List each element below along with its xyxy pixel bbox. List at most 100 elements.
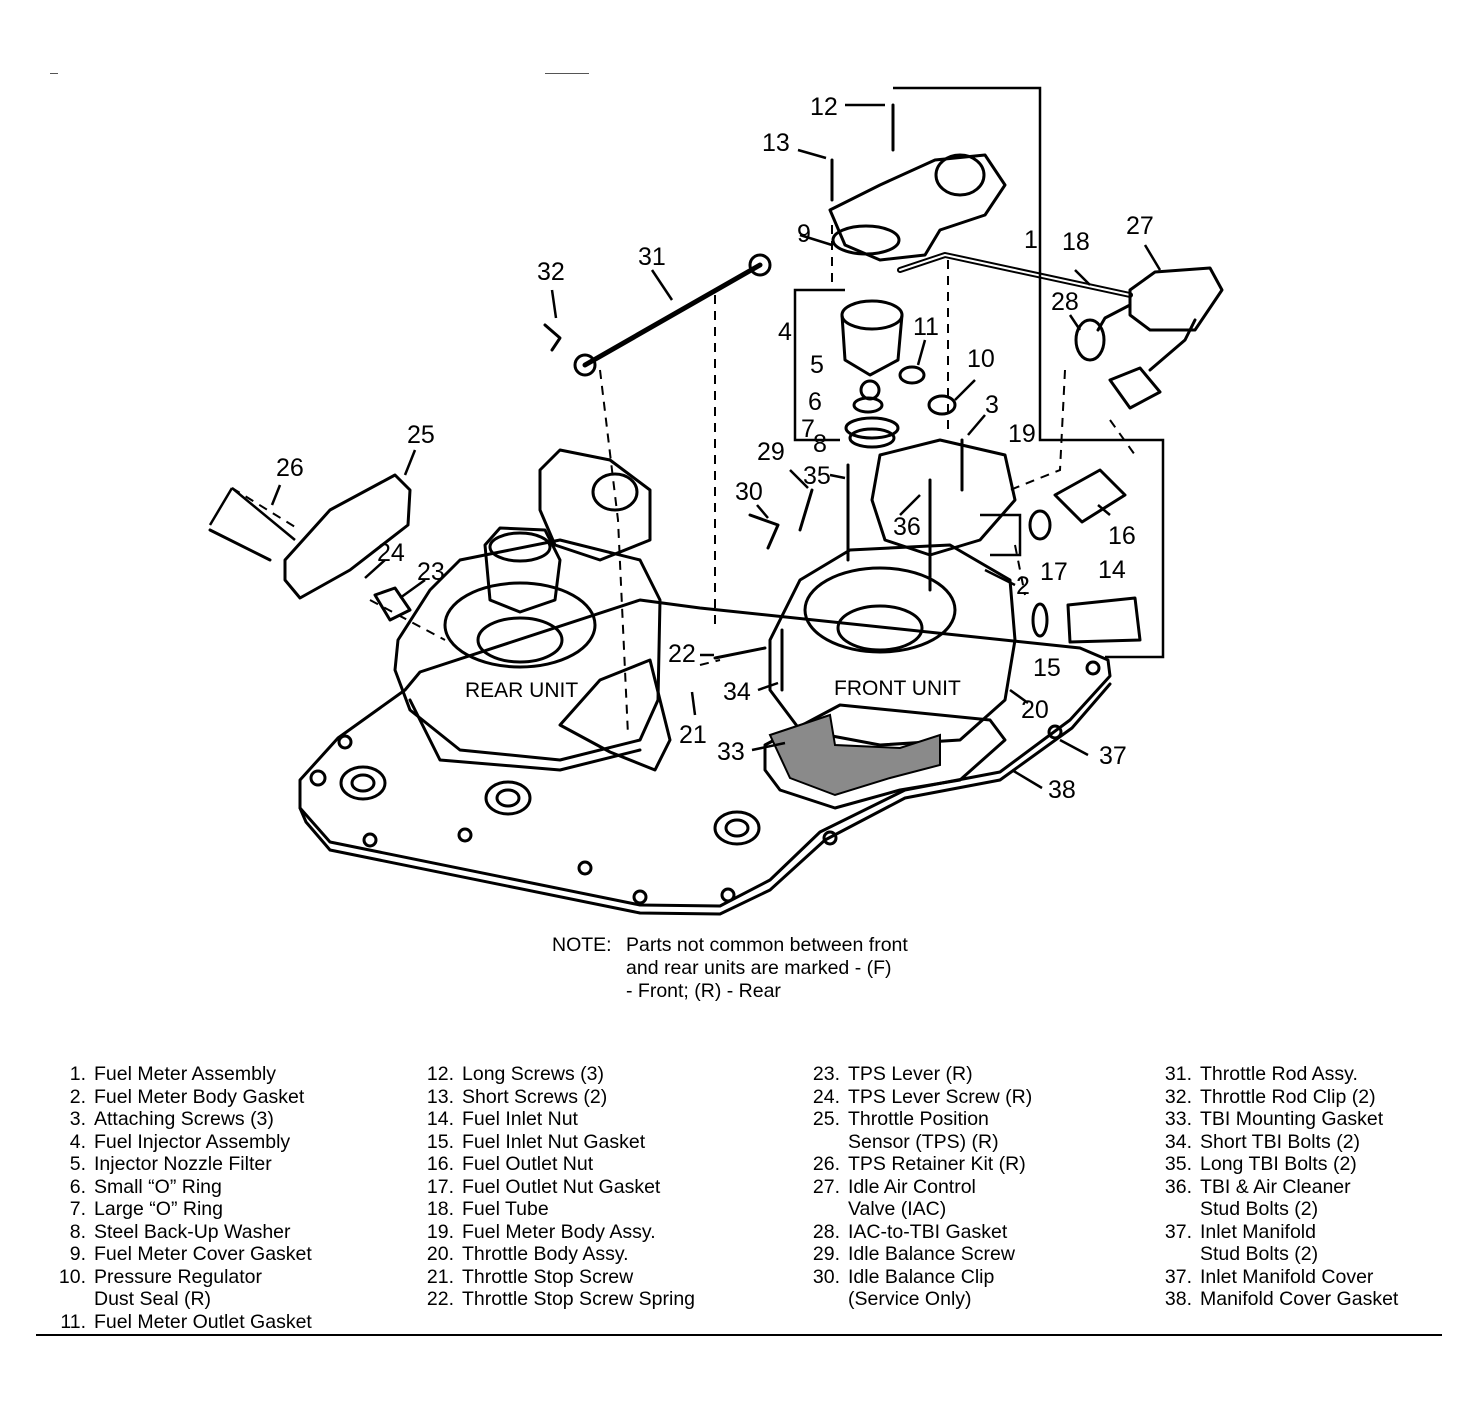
legend-item: 28.IAC-to-TBI Gasket: [796, 1221, 1032, 1244]
legend-item-number: 38.: [1164, 1288, 1192, 1310]
callout-25: 25: [407, 421, 435, 449]
legend-item-number: [796, 1131, 848, 1154]
leader-29: [789, 469, 809, 489]
legend-item-label: TBI Mounting Gasket: [1200, 1108, 1384, 1130]
cover-hole: [1085, 660, 1101, 676]
legend-item-label: Idle Balance Clip: [848, 1265, 995, 1288]
leader-33: [751, 741, 786, 752]
leader-20: [1009, 688, 1029, 705]
callout-29: 29: [757, 438, 785, 466]
callout-30: 30: [735, 478, 763, 506]
cover-hole: [1047, 724, 1063, 740]
alignment-line: [1009, 369, 1066, 491]
legend-item-label: Inlet Manifold: [1200, 1220, 1316, 1243]
rear-fuel-meter-body: [538, 448, 652, 562]
backup-washer: [848, 427, 896, 449]
legend-item-number: 30.: [812, 1265, 840, 1288]
legend-item: 7.Large “O” Ring: [38, 1198, 312, 1221]
legend-item-number: 16.: [426, 1153, 454, 1175]
legend-item-label: Long Screws (3): [462, 1063, 604, 1085]
rear-injector-housing: [483, 526, 562, 614]
legend-item-number: 32.: [1164, 1085, 1192, 1108]
callout-10: 10: [967, 345, 995, 373]
callout-27: 27: [1126, 212, 1154, 240]
legend-item-label: Sensor (TPS) (R): [848, 1130, 999, 1153]
callout-7: 7: [801, 415, 815, 443]
legend-item-label: Stud Bolts (2): [1200, 1243, 1319, 1265]
callout-12: 12: [810, 93, 838, 121]
rear-base: [408, 698, 642, 772]
legend-item-number: 15.: [426, 1130, 454, 1153]
legend-item-number: 21.: [426, 1265, 454, 1288]
legend-item-label: Fuel Outlet Nut: [462, 1153, 594, 1175]
cover-hole: [362, 832, 378, 848]
regulator-dust-seal: [927, 394, 957, 416]
legend-item: 33. TBI Mounting Gasket: [1148, 1108, 1398, 1131]
legend-item: 5.Injector Nozzle Filter: [38, 1153, 312, 1176]
callout-24: 24: [377, 539, 405, 567]
legend-item: 22.Throttle Stop Screw Spring: [410, 1288, 695, 1311]
legend-item: (Service Only): [796, 1288, 1032, 1311]
iac-valve: [1128, 266, 1224, 332]
note-line: and rear units are marked - (F): [626, 957, 892, 979]
leader-3: [967, 414, 986, 436]
leader-38: [1011, 768, 1043, 790]
callout-2: 2: [1016, 572, 1030, 600]
legend-item-label: Short TBI Bolts (2): [1200, 1130, 1361, 1153]
stud-boss: [713, 810, 761, 846]
legend-item-label: Dust Seal (R): [94, 1288, 212, 1310]
alignment-line: [231, 487, 301, 531]
leader-10: [954, 379, 976, 401]
cover-hole: [720, 887, 736, 903]
legend-item-number: 33.: [1164, 1108, 1192, 1130]
callout-3: 3: [985, 391, 999, 419]
legend-item: 37.Inlet Manifold Cover: [1148, 1266, 1398, 1289]
legend-item-label: Idle Air Control: [848, 1175, 976, 1198]
alignment-line: [369, 599, 446, 641]
cover-hole: [309, 769, 327, 787]
leader-16: [1097, 504, 1111, 516]
callout-20: 20: [1021, 696, 1049, 724]
legend-item-number: [796, 1288, 848, 1311]
front-bore: [803, 566, 957, 654]
callout-18: 18: [1062, 228, 1090, 256]
leader-26: [270, 484, 282, 506]
legend-item: 17.Fuel Outlet Nut Gasket: [410, 1176, 695, 1199]
legend-item: 9.Fuel Meter Cover Gasket: [38, 1243, 312, 1266]
stud-boss: [350, 773, 376, 793]
legend-item-number: 28.: [812, 1220, 840, 1243]
legend-item-number: 37.: [1164, 1265, 1192, 1288]
rear-regulator-cap: [591, 472, 639, 512]
legend-item-label: TPS Lever (R): [848, 1063, 973, 1085]
legend-item-number: 19.: [426, 1220, 454, 1243]
legend-item-number: 4.: [69, 1130, 86, 1153]
legend-item-number: 13.: [426, 1085, 454, 1108]
leader-32: [550, 289, 558, 319]
throttle-rod-end: [748, 253, 772, 277]
tbi-mounting-gasket-fill: [768, 713, 941, 797]
legend-column-4: 31.Throttle Rod Assy.32.Throttle Rod Cli…: [1148, 1063, 1398, 1311]
legend-item-number: 1.: [69, 1063, 86, 1085]
legend-item-number: 5.: [69, 1153, 86, 1175]
leader-37: [1059, 738, 1089, 757]
legend-item-label: (Service Only): [848, 1288, 972, 1310]
legend-item-label: Long TBI Bolts (2): [1200, 1153, 1357, 1175]
callout-16: 16: [1108, 522, 1136, 550]
legend-item-label: Throttle Stop Screw: [462, 1265, 634, 1288]
legend-item-label: Fuel Inlet Nut Gasket: [462, 1130, 646, 1153]
legend-item: 20.Throttle Body Assy.: [410, 1243, 695, 1266]
fuel-tube-inner: [899, 254, 1131, 296]
legend-item-number: 29.: [812, 1243, 840, 1265]
fuel-meter-cover: [828, 153, 1007, 262]
leader-2: [984, 568, 1016, 587]
legend-item-number: 14.: [426, 1108, 454, 1130]
fuel-inlet-nut-gasket: [1031, 602, 1049, 638]
legend-item: Valve (IAC): [796, 1198, 1032, 1221]
stud-boss: [484, 780, 532, 816]
legend-item-number: 3.: [69, 1108, 86, 1130]
callout-5: 5: [810, 351, 824, 379]
legend-item: 29.Idle Balance Screw: [796, 1243, 1032, 1266]
legend-item-number: 25.: [812, 1108, 840, 1130]
legend-item-number: 6.: [69, 1175, 86, 1198]
